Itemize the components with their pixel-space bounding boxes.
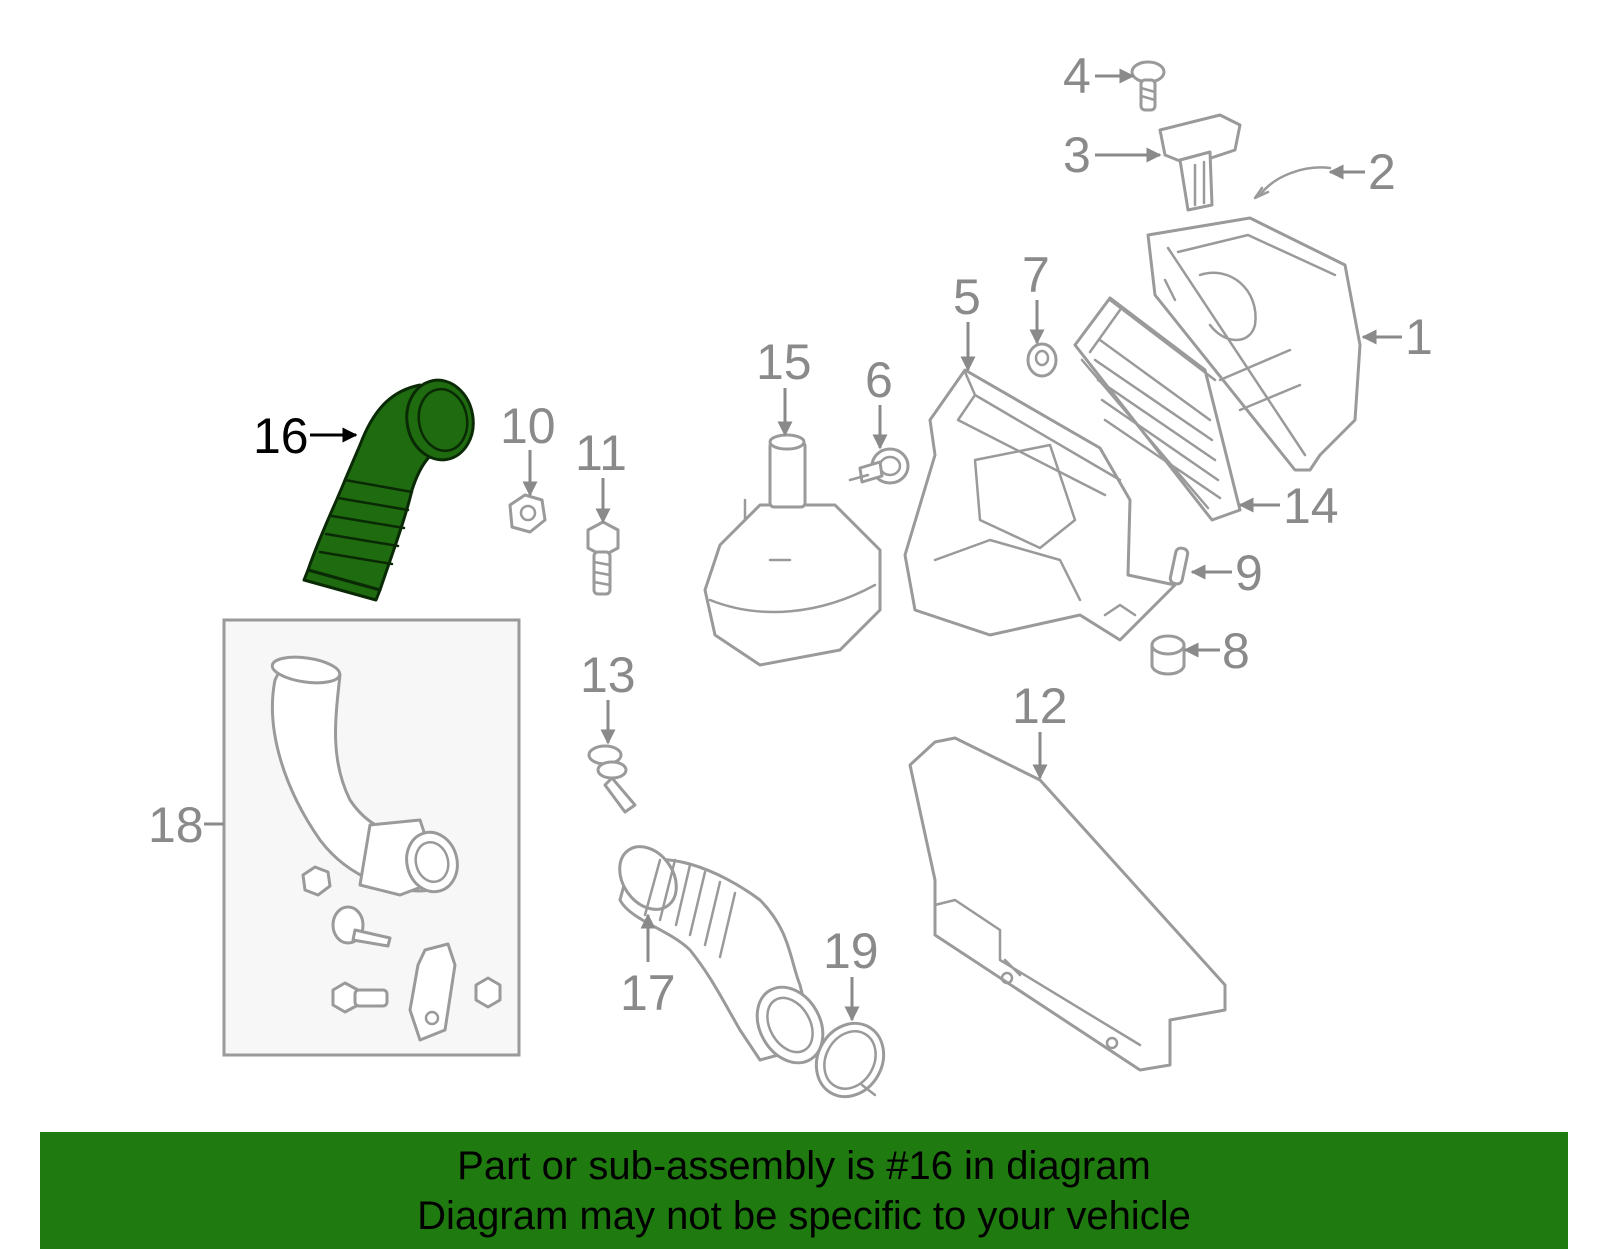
callout-17[interactable]: 17 (620, 913, 676, 1021)
svg-text:9: 9 (1235, 545, 1263, 601)
part-18-subassembly-box[interactable] (222, 618, 521, 1057)
svg-text:10: 10 (500, 398, 556, 454)
part-5-air-cleaner-case[interactable] (903, 368, 1177, 642)
callout-11[interactable]: 11 (575, 425, 627, 524)
callout-3[interactable]: 3 (1063, 127, 1162, 183)
part-19-hose-clamp[interactable] (803, 1011, 896, 1109)
svg-text:7: 7 (1022, 247, 1050, 303)
part-3-airflow-sensor[interactable] (1158, 113, 1242, 212)
callout-15[interactable]: 15 (756, 334, 812, 437)
svg-text:5: 5 (953, 269, 981, 325)
svg-text:16: 16 (253, 408, 309, 464)
svg-text:4: 4 (1063, 48, 1091, 104)
callout-5[interactable]: 5 (953, 269, 981, 372)
callout-13[interactable]: 13 (580, 647, 636, 745)
svg-text:13: 13 (580, 647, 636, 703)
svg-text:12: 12 (1012, 678, 1068, 734)
part-15-resonator[interactable] (703, 433, 882, 667)
callout-8[interactable]: 8 (1183, 623, 1250, 679)
callout-labels: 1 2 3 4 5 6 7 8 (148, 48, 1433, 1022)
callout-12[interactable]: 12 (1012, 678, 1068, 780)
callout-7[interactable]: 7 (1022, 247, 1050, 345)
part-8-grommet[interactable] (1150, 634, 1186, 676)
svg-text:19: 19 (823, 923, 879, 979)
svg-text:1: 1 (1405, 309, 1433, 365)
callout-1[interactable]: 1 (1361, 309, 1433, 365)
svg-text:17: 17 (620, 965, 676, 1021)
callout-14[interactable]: 14 (1238, 478, 1339, 534)
part-2-clip[interactable] (1253, 166, 1332, 200)
part-17-intake-hose[interactable] (608, 836, 836, 1075)
info-banner: Part or sub-assembly is #16 in diagram D… (40, 1132, 1568, 1249)
callout-16[interactable]: 16 (253, 408, 358, 464)
callout-18[interactable]: 18 (148, 797, 224, 853)
part-4-screw[interactable] (1130, 60, 1166, 112)
banner-line-2: Diagram may not be specific to your vehi… (417, 1193, 1191, 1238)
part-11-bolt[interactable] (586, 520, 620, 596)
part-6-bolt[interactable] (848, 447, 910, 485)
svg-text:6: 6 (865, 352, 893, 408)
part-14-filter-element[interactable] (1073, 296, 1242, 522)
banner-line-1: Part or sub-assembly is #16 in diagram (457, 1143, 1151, 1188)
callout-10[interactable]: 10 (500, 398, 556, 497)
callout-19[interactable]: 19 (823, 923, 879, 1022)
part-7-grommet[interactable] (1026, 342, 1058, 378)
svg-text:15: 15 (756, 334, 812, 390)
part-10-nut[interactable] (508, 493, 547, 534)
part-13-push-clip[interactable] (587, 744, 637, 814)
part-12-air-guide[interactable] (908, 736, 1227, 1072)
svg-text:11: 11 (575, 425, 627, 481)
svg-text:2: 2 (1368, 144, 1396, 200)
callout-9[interactable]: 9 (1190, 545, 1263, 601)
svg-text:18: 18 (148, 797, 204, 853)
part-16-air-hose-highlighted[interactable] (302, 375, 479, 602)
part-9-pin[interactable] (1168, 546, 1190, 586)
part-1-air-cleaner-cover[interactable] (1146, 216, 1362, 472)
callout-4[interactable]: 4 (1063, 48, 1135, 104)
svg-text:8: 8 (1222, 623, 1250, 679)
callout-2[interactable]: 2 (1328, 144, 1396, 200)
callout-6[interactable]: 6 (865, 352, 893, 450)
svg-text:3: 3 (1063, 127, 1091, 183)
svg-text:14: 14 (1283, 478, 1339, 534)
